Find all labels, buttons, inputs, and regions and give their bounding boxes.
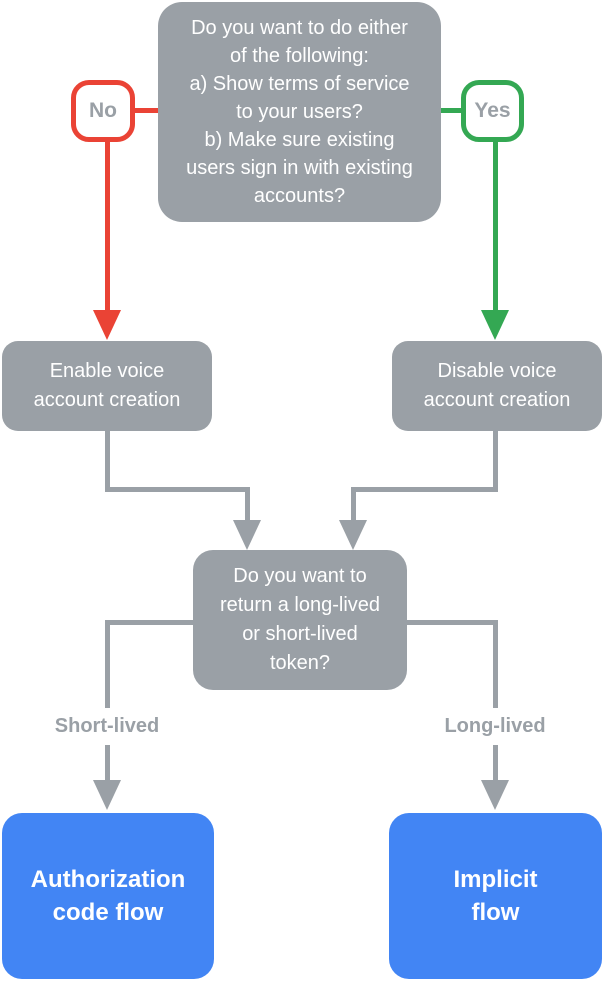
connector-merge-right-horizontal [351, 487, 498, 492]
implicit-node-text: Implicit flow [453, 866, 538, 926]
connector-merge-right-vertical [493, 431, 498, 492]
no-badge: No [71, 80, 135, 142]
short-lived-label-text: Short-lived [54, 715, 160, 737]
decision-node-terms-question: Do you want to do either of the followin… [158, 2, 441, 222]
connector-merge-left-drop [245, 487, 250, 521]
process-node-disable-voice-account-creation: Disable voice account creation [392, 341, 602, 431]
connector-merge-left-vertical [105, 431, 110, 492]
connector-yes-horizontal [441, 108, 461, 113]
connector-short-lived-horizontal [105, 620, 193, 625]
short-lived-label: Short-lived [22, 708, 192, 745]
connector-long-lived-vertical [493, 620, 498, 781]
arrow-down-gray-icon [93, 780, 121, 810]
enable-node-text: Enable voice account creation [33, 360, 181, 411]
connector-merge-right-drop [351, 487, 356, 521]
token-question-text: Do you want to return a long-lived or sh… [219, 565, 381, 674]
disable-node-text: Disable voice account creation [423, 360, 571, 411]
result-node-implicit-flow: Implicit flow [389, 813, 602, 979]
yes-badge: Yes [461, 80, 524, 142]
arrow-down-gray-icon [481, 780, 509, 810]
long-lived-label-text: Long-lived [444, 715, 546, 737]
arrow-down-gray-icon [233, 520, 261, 550]
result-node-authorization-code-flow: Authorization code flow [2, 813, 214, 979]
connector-no-horizontal [135, 108, 158, 113]
yes-badge-label: Yes [474, 99, 511, 122]
connector-merge-left-horizontal [105, 487, 250, 492]
connector-yes-vertical [493, 140, 498, 311]
terms-question-text: Do you want to do either of the followin… [186, 17, 413, 207]
connector-no-vertical [105, 140, 110, 311]
arrow-down-green-icon [481, 310, 509, 340]
long-lived-label: Long-lived [410, 708, 580, 745]
authorization-node-text: Authorization code flow [30, 866, 186, 926]
connector-long-lived-horizontal [407, 620, 498, 625]
decision-node-token-lifetime: Do you want to return a long-lived or sh… [193, 550, 407, 690]
arrow-down-red-icon [93, 310, 121, 340]
connector-short-lived-vertical [105, 620, 110, 781]
process-node-enable-voice-account-creation: Enable voice account creation [2, 341, 212, 431]
arrow-down-gray-icon [339, 520, 367, 550]
no-badge-label: No [89, 99, 117, 122]
